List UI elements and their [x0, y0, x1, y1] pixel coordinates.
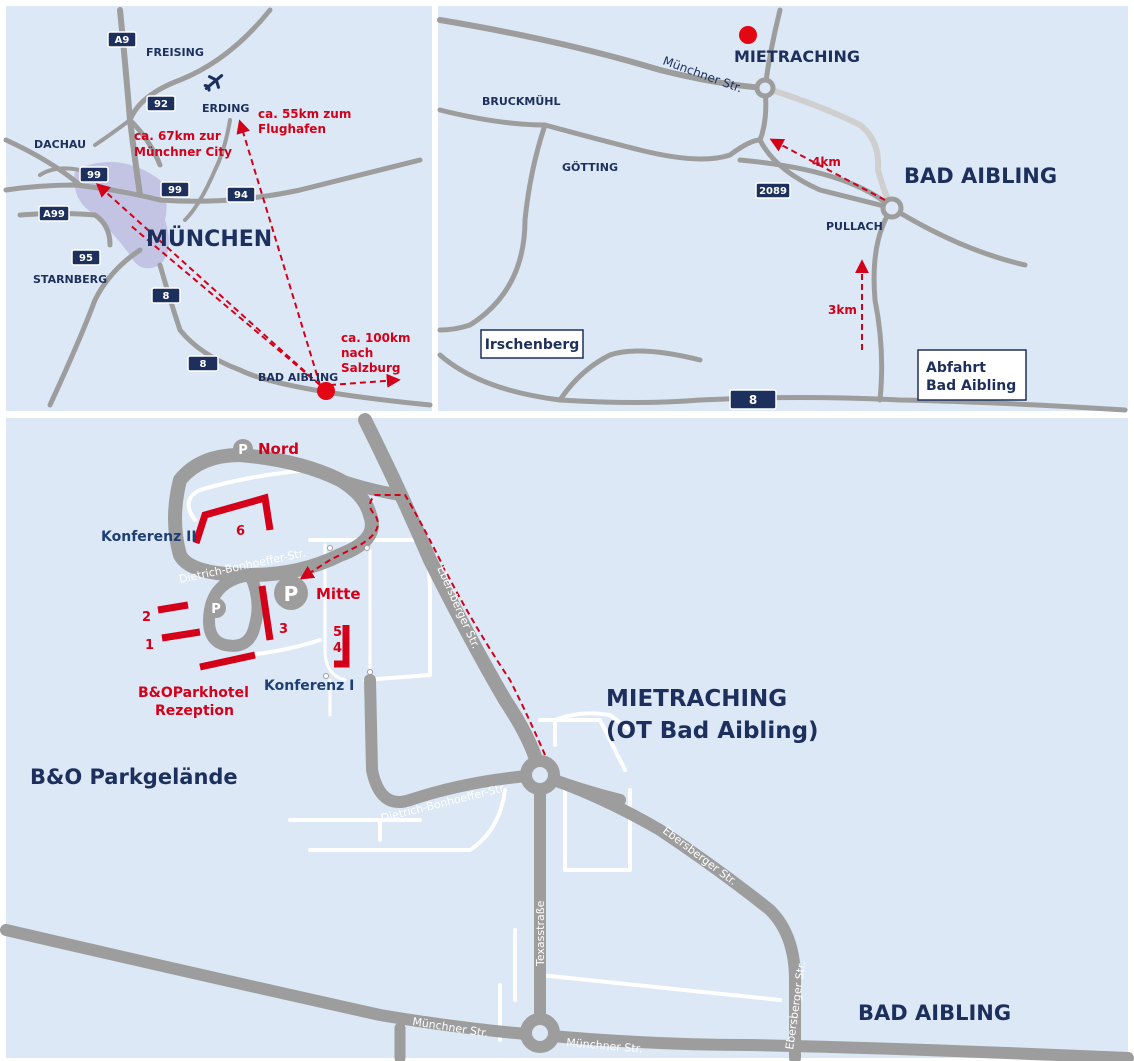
svg-text:8: 8 [163, 291, 170, 302]
note-salzburg-line2: nach [341, 346, 373, 360]
shield-99-east: 99 [160, 181, 190, 198]
shield-99-west: 99 [79, 166, 109, 183]
label-dachau: DACHAU [34, 138, 86, 151]
label-goetting: GÖTTING [562, 160, 618, 174]
label-mietraching-approach: MIETRACHING [734, 47, 860, 66]
svg-text:99: 99 [87, 170, 101, 181]
svg-text:8: 8 [749, 393, 757, 407]
note-city-distance-line2: Münchner City [134, 145, 232, 159]
svg-text:Abfahrt: Abfahrt [926, 360, 986, 376]
box-irschenberg: Irschenberg [480, 329, 584, 359]
label-freising: FREISING [146, 46, 204, 59]
shield-8-south: 8 [187, 355, 219, 372]
shield-94: 94 [226, 186, 256, 203]
airplane-icon [203, 74, 224, 92]
label-building-3: 3 [279, 622, 288, 637]
svg-text:8: 8 [200, 359, 207, 370]
shield-95: 95 [71, 249, 101, 266]
shield-8-approach: 8 [729, 389, 777, 410]
label-building-4: 4 [333, 641, 342, 656]
shield-92: 92 [146, 95, 176, 112]
path-node-dots [323, 545, 373, 679]
label-starnberg: STARNBERG [33, 273, 107, 286]
label-parking-mitte: Mitte [316, 585, 361, 603]
label-mietraching-line1: MIETRACHING [606, 686, 787, 712]
region-routes [95, 119, 401, 388]
building-6 [192, 493, 274, 545]
building-5-4 [334, 625, 350, 668]
box-abfahrt-bad-aibling: Abfahrt Bad Aibling [917, 349, 1027, 401]
note-city-distance-line1: ca. 67km zur [134, 129, 221, 143]
label-mietraching-line2: (OT Bad Aibling) [606, 718, 819, 744]
label-bruckmuehl: BRUCKMÜHL [482, 94, 560, 108]
shield-2089: 2089 [755, 182, 791, 199]
park-roads [0, 413, 1134, 1061]
label-parking-nord: Nord [258, 440, 299, 458]
label-bad-aibling-small: BAD AIBLING [258, 371, 338, 384]
label-pullach: PULLACH [826, 220, 883, 233]
parking-nord-icon: P [233, 439, 253, 459]
building-2 [157, 601, 189, 614]
svg-text:P: P [284, 582, 299, 606]
bad-aibling-location-dot-icon [317, 382, 335, 400]
svg-text:95: 95 [79, 253, 93, 264]
parking-small-icon: P [206, 598, 226, 618]
label-building-5: 5 [333, 625, 342, 640]
building-3 [258, 585, 274, 641]
label-park-title: B&O Parkgelände [30, 765, 238, 789]
svg-text:2089: 2089 [759, 186, 787, 197]
label-building-2: 2 [142, 610, 151, 625]
buildings [157, 493, 350, 671]
mietraching-location-dot-icon [739, 26, 757, 44]
building-1 [161, 628, 201, 642]
parking-mitte-icon: P [274, 576, 308, 610]
label-bad-aibling-approach: BAD AIBLING [904, 164, 1057, 188]
label-bad-aibling-town: BAD AIBLING [858, 1001, 1011, 1025]
label-hotel-line1: B&OParkhotel [138, 685, 249, 701]
svg-text:P: P [238, 443, 248, 458]
label-konferenz-2: Konferenz II [101, 529, 197, 545]
svg-text:Irschenberg: Irschenberg [485, 337, 580, 353]
svg-text:P: P [211, 602, 221, 617]
svg-text:Bad Aibling: Bad Aibling [926, 378, 1016, 394]
park-grounds-panel: P P P Nord Mitte Konferenz II Konferenz … [0, 413, 1134, 1061]
label-muenchen: MÜNCHEN [146, 226, 272, 252]
shield-8-north: 8 [151, 287, 181, 304]
label-building-1: 1 [145, 638, 154, 653]
approach-panel: MIETRACHING Münchner Str. BRUCKMÜHL GÖTT… [437, 6, 1128, 413]
region-overview-panel: A9 92 99 99 94 A99 95 8 8 FREISING ERDIN… [3, 6, 433, 411]
label-konferenz-1: Konferenz I [264, 678, 354, 694]
shield-a9: A9 [107, 31, 137, 48]
svg-text:A99: A99 [43, 209, 65, 220]
note-salzburg-line1: ca. 100km [341, 331, 410, 345]
label-3km: 3km [828, 303, 857, 317]
street-texasstrasse: Texasstraße [534, 900, 547, 967]
label-4km: 4km [812, 155, 841, 169]
shield-a99: A99 [38, 205, 70, 222]
note-airport-distance-line2: Flughafen [258, 122, 326, 136]
svg-text:92: 92 [154, 99, 168, 110]
building-hotel [199, 651, 256, 671]
label-hotel-line2: Rezeption [155, 703, 234, 719]
note-salzburg-line3: Salzburg [341, 361, 400, 375]
svg-text:94: 94 [234, 190, 248, 201]
label-building-6: 6 [236, 524, 245, 539]
svg-text:99: 99 [168, 185, 182, 196]
svg-text:A9: A9 [115, 35, 130, 46]
note-airport-distance-line1: ca. 55km zum [258, 107, 351, 121]
label-erding: ERDING [202, 102, 249, 115]
